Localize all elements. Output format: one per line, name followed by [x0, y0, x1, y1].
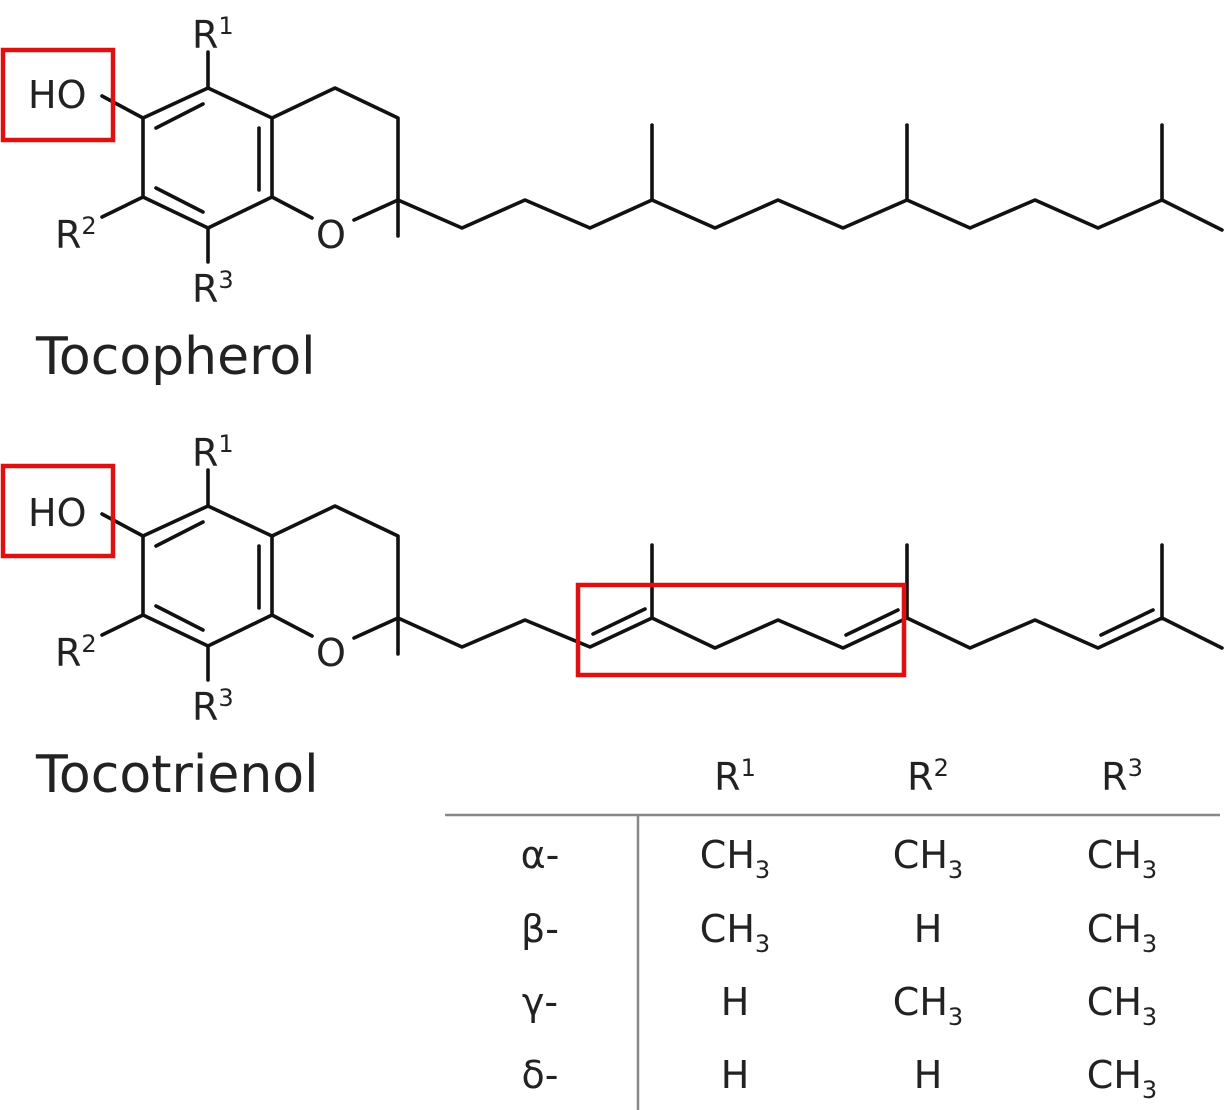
r3-label: R3: [192, 266, 234, 311]
r1-label: R1: [192, 430, 234, 475]
table-cell: CH3: [700, 907, 770, 958]
tocopherol-title: Tocopherol: [35, 327, 316, 387]
hydroxyl-label: HO: [28, 491, 86, 535]
table-cell: CH3: [1087, 907, 1157, 958]
hydroxyl-label: HO: [28, 73, 86, 117]
unsaturated-farnesyl-chain: [396, 616, 1224, 650]
table-cell: CH3: [1087, 833, 1157, 884]
table-cell: H: [914, 1053, 943, 1097]
tocotrienol-structure: HO O R1 R2 R3 Tocotrienol: [0, 430, 1224, 805]
table-cell: H: [721, 1053, 750, 1097]
r1-label: R1: [192, 12, 234, 57]
oxygen-label: O: [316, 631, 346, 675]
table-header-r3: R3: [1101, 754, 1143, 799]
r3-label: R3: [192, 684, 234, 729]
table-header-r1: R1: [714, 754, 756, 799]
tocotrienol-title: Tocotrienol: [35, 745, 319, 805]
table-row-label: γ-: [522, 980, 558, 1024]
hydroxyl-highlight-box: [0, 463, 116, 559]
r2-label: R2: [55, 630, 97, 675]
table-cell: CH3: [1087, 980, 1157, 1031]
table-cell: CH3: [893, 980, 963, 1031]
table-row-label: δ-: [522, 1053, 559, 1097]
table-header-r2: R2: [907, 754, 949, 799]
tocopherol-structure: HO O R1 R2 R3 Tocopherol: [0, 12, 1224, 387]
table-row-label: β-: [521, 907, 559, 951]
table-row-label: α-: [521, 833, 560, 877]
table-cell: H: [914, 907, 943, 951]
table-cell: CH3: [893, 833, 963, 884]
table-cell: CH3: [1087, 1053, 1157, 1104]
r2-label: R2: [55, 212, 97, 257]
table-cell: H: [721, 980, 750, 1024]
table-cell: CH3: [700, 833, 770, 884]
saturated-phytyl-chain: [396, 198, 1224, 232]
oxygen-label: O: [316, 213, 346, 257]
hydroxyl-highlight-box: [0, 47, 116, 143]
double-bond-highlight-box: [575, 582, 907, 678]
